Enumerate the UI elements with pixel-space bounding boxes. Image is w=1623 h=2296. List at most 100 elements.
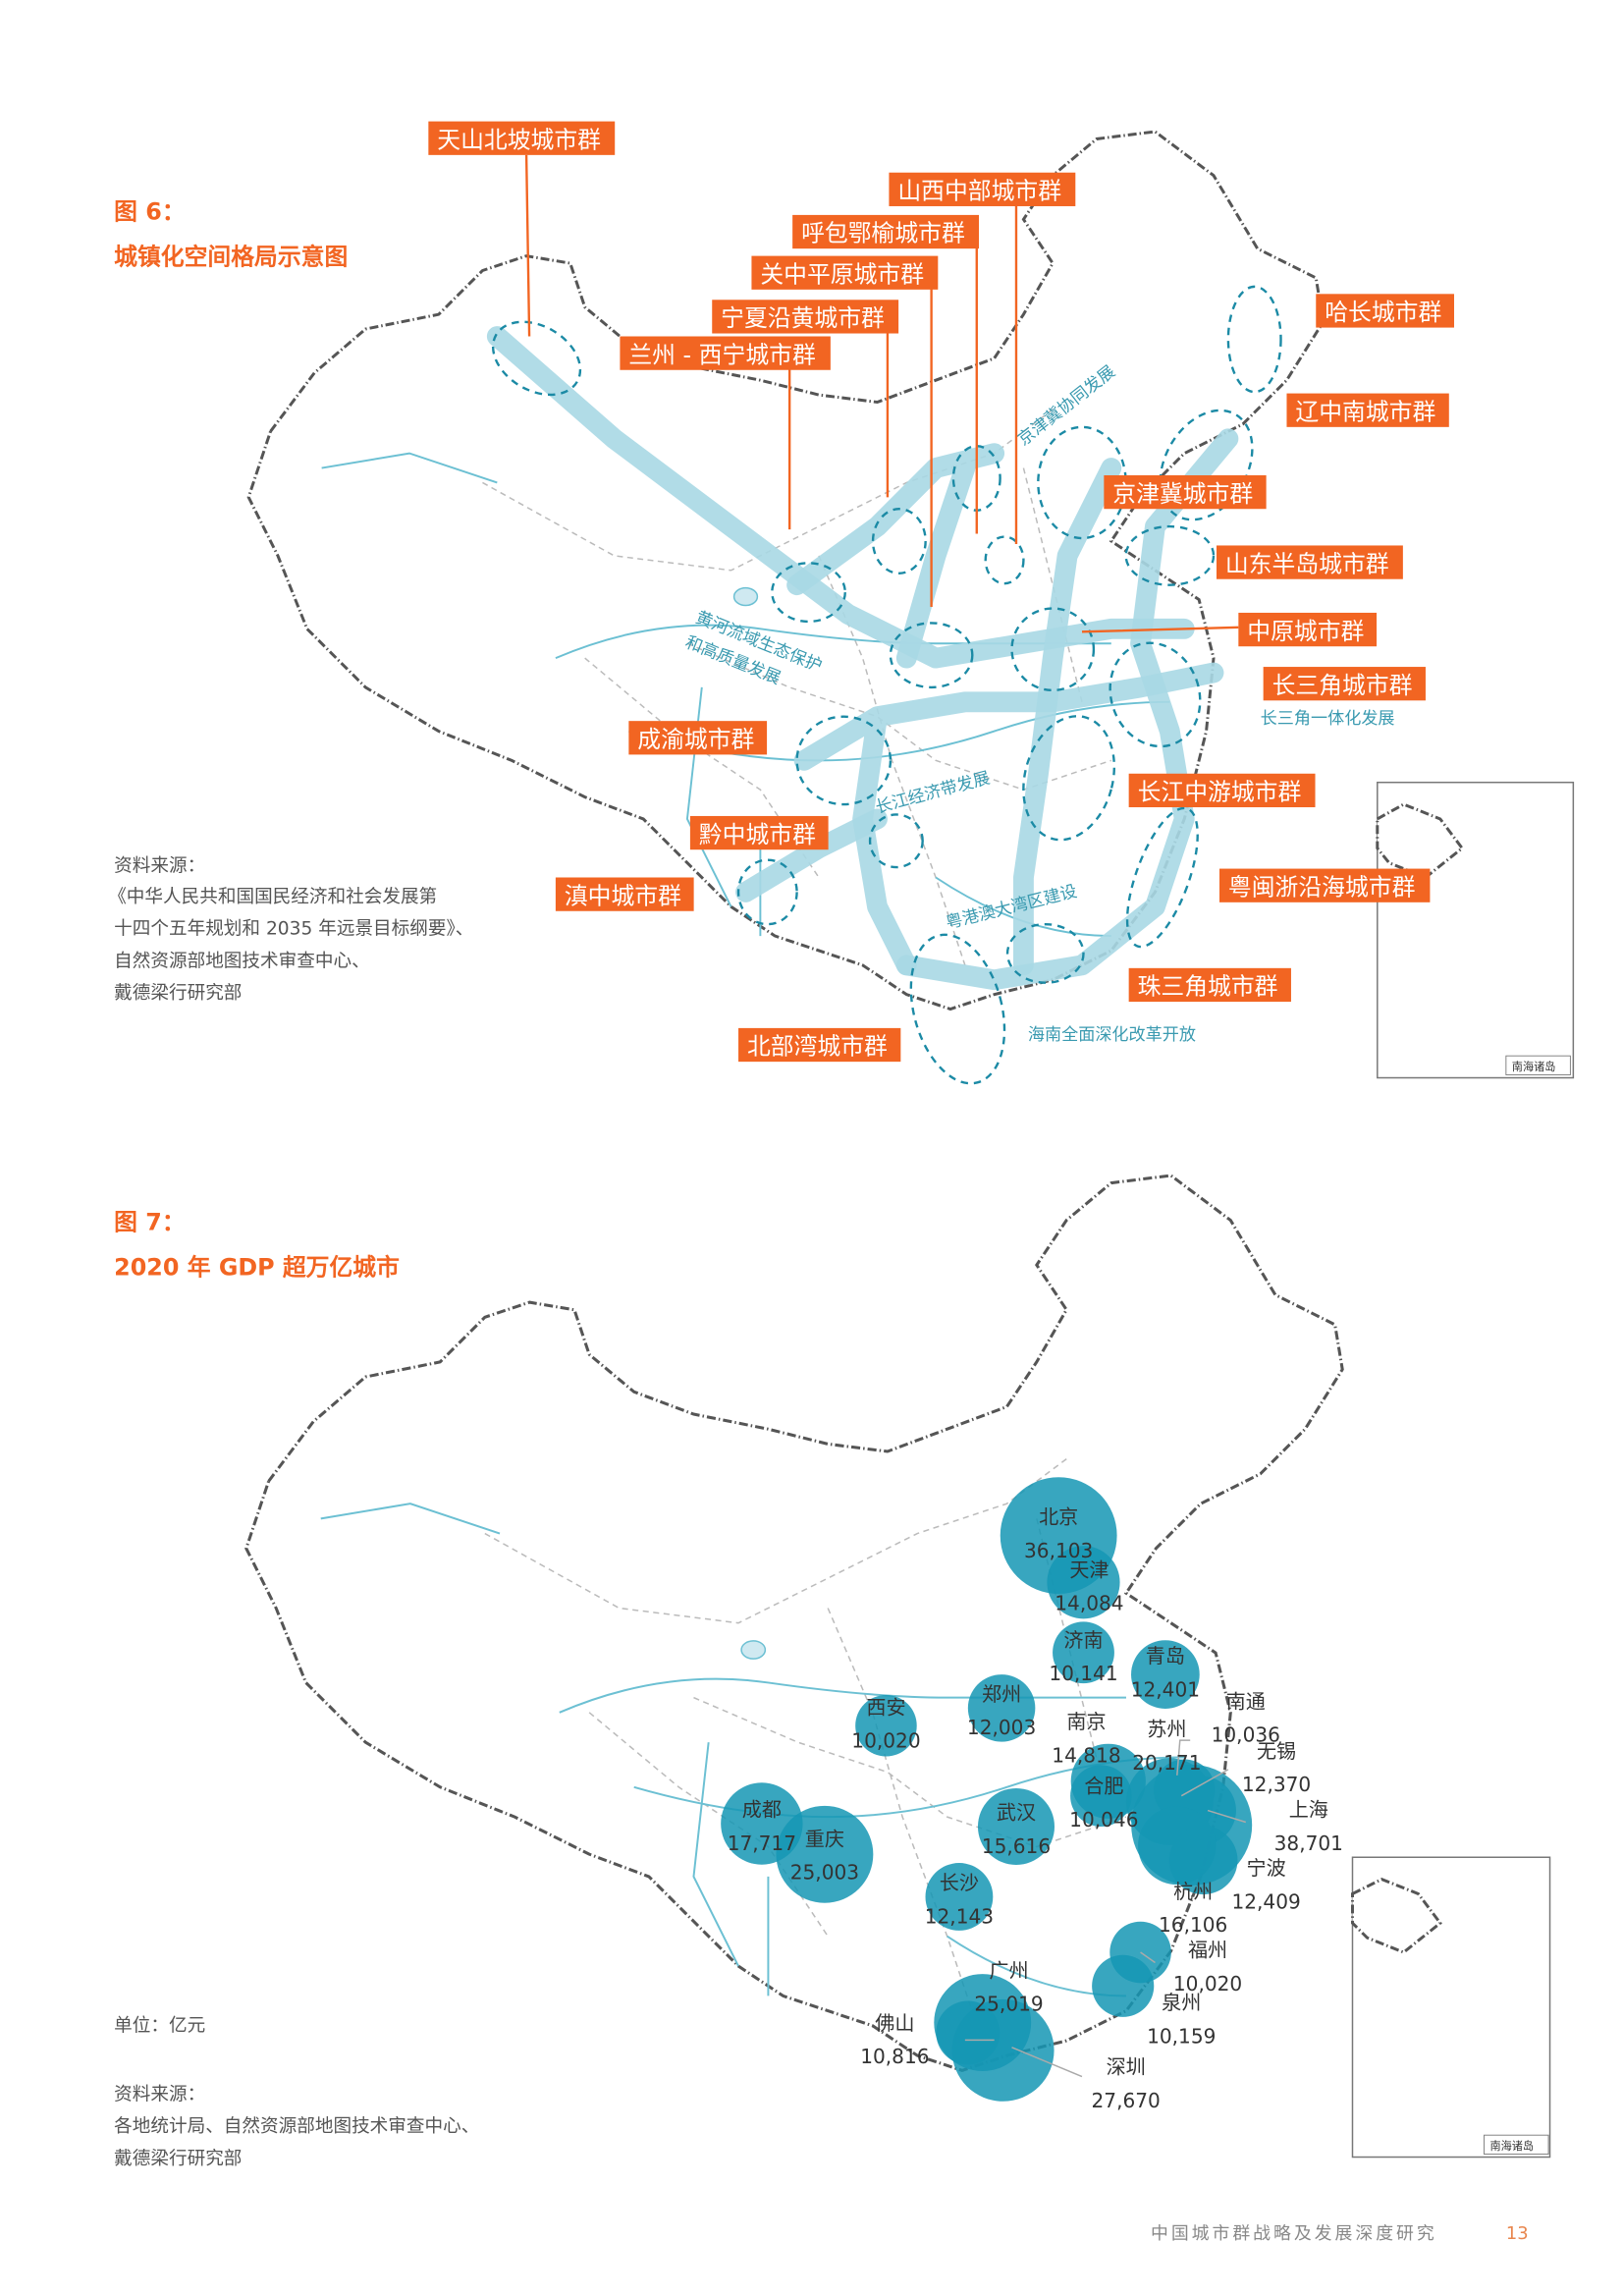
cluster-label-box: [1128, 773, 1316, 808]
city-gdp: 27,670: [1092, 2089, 1161, 2112]
band-yangtze: [793, 662, 1224, 976]
city-name: 济南: [1063, 1628, 1103, 1652]
band-yellow-river: [786, 443, 1005, 669]
cluster-label-box: [1128, 967, 1291, 1003]
city-gdp: 25,019: [974, 1993, 1043, 2016]
cluster-label: 长江中游城市群: [1128, 773, 1316, 808]
band-beijing-south: [1013, 458, 1122, 976]
gdp-bubble: [1131, 1640, 1200, 1709]
cluster-label-text: 成渝城市群: [637, 726, 754, 753]
city-gdp: 38,701: [1274, 1831, 1343, 1855]
footer-title: 中国城市群战略及发展深度研究: [1151, 2223, 1437, 2244]
city-name: 苏州: [1147, 1718, 1186, 1741]
cluster-label-box: [428, 121, 616, 155]
gdp-bubble: [967, 1674, 1036, 1742]
city-name: 上海: [1289, 1798, 1328, 1822]
figure-7: 图 7： 2020 年 GDP 超万亿城市 南海诸岛 北京36,103天津14,…: [114, 1174, 1551, 2169]
cluster-label-box: [1218, 868, 1431, 902]
city-name: 杭州: [1173, 1880, 1213, 1903]
city-name: 南京: [1066, 1710, 1106, 1733]
cluster-label-text: 长江中游城市群: [1138, 779, 1302, 806]
city-gdp: 12,143: [925, 1904, 994, 1928]
gdp-bubble: [1138, 1806, 1217, 1886]
city-name: 泉州: [1162, 1991, 1201, 2014]
cluster-label-box: [628, 721, 768, 755]
south-china-sea-inset: 南海诸岛: [1376, 781, 1575, 1079]
city-gdp: 15,616: [982, 1834, 1051, 1858]
city-name: 西安: [866, 1695, 905, 1719]
city-gdp: 12,003: [967, 1716, 1036, 1739]
gdp-bubble: [776, 1805, 874, 1903]
source-line: 各地统计局、自然资源部地图技术审查中心、: [114, 2116, 479, 2137]
cluster-label-box: [751, 255, 939, 290]
cluster-label-text: 长三角城市群: [1272, 672, 1413, 699]
city-name: 武汉: [997, 1801, 1036, 1825]
figure-6-title: 城镇化空间格局示意图: [114, 244, 348, 271]
city-gdp: 10,159: [1147, 2024, 1216, 2048]
figure-7-label: 图 7：: [114, 1208, 185, 1235]
source-line: 戴德梁行研究部: [114, 983, 242, 1004]
city-gdp: 10,020: [851, 1729, 920, 1753]
cluster-label: 长三角城市群: [1263, 667, 1426, 701]
city-name: 郑州: [982, 1682, 1021, 1706]
cluster-label: 中原城市群: [1238, 612, 1378, 647]
page-number: 13: [1506, 2223, 1529, 2244]
city-name: 广州: [989, 1958, 1028, 1982]
cluster-label: 粤闽浙沿海城市群: [1218, 868, 1431, 902]
gdp-bubbles: [721, 1477, 1253, 2102]
cluster-label-text: 兰州 - 西宁城市群: [628, 341, 815, 368]
figure-7-source: 资料来源： 各地统计局、自然资源部地图技术审查中心、 戴德梁行研究部: [114, 2084, 479, 2169]
city-name: 成都: [742, 1798, 782, 1822]
cluster-label: 山西中部城市群: [889, 172, 1076, 206]
city-name: 无锡: [1257, 1739, 1296, 1763]
city-name: 合肥: [1084, 1775, 1123, 1798]
cluster-label-box: [1263, 667, 1426, 701]
source-line: 《中华人民共和国国民经济和社会发展第: [108, 887, 437, 907]
south-china-sea-inset: 南海诸岛: [1351, 1856, 1551, 2159]
city-name: 深圳: [1107, 2055, 1146, 2079]
cluster-label-box: [1238, 612, 1378, 647]
source-line: 资料来源：: [114, 2084, 205, 2105]
city-name: 宁波: [1247, 1856, 1286, 1880]
city-name: 北京: [1039, 1505, 1078, 1529]
city-name: 长沙: [940, 1871, 979, 1894]
city-name: 福州: [1188, 1939, 1227, 1962]
cluster-label-box: [620, 336, 831, 370]
cluster-label: 京津冀城市群: [1104, 474, 1267, 510]
cluster-label-box: [1104, 474, 1267, 510]
city-gdp: 12,401: [1131, 1677, 1200, 1701]
city-gdp: 10,036: [1212, 1723, 1280, 1747]
city-name: 佛山: [875, 2011, 914, 2035]
cluster-label: 天山北坡城市群: [428, 121, 616, 155]
cluster-label-text: 黔中城市群: [699, 821, 816, 848]
cluster-label: 兰州 - 西宁城市群: [620, 336, 831, 370]
gdp-bubble: [977, 1787, 1055, 1865]
cluster-label: 成渝城市群: [628, 721, 768, 755]
cluster-label-box: [738, 1027, 901, 1063]
city-gdp: 12,409: [1231, 1889, 1300, 1913]
cluster-label: 黔中城市群: [689, 815, 829, 850]
city-name: 南通: [1226, 1689, 1266, 1713]
cluster-label-box: [1286, 393, 1449, 427]
cluster-label-text: 粤闽浙沿海城市群: [1228, 873, 1416, 901]
cluster-label-box: [712, 300, 899, 334]
cluster-label-text: 珠三角城市群: [1138, 973, 1278, 1001]
strategy-hainan: 海南全面深化改革开放: [1028, 1025, 1196, 1045]
gdp-bubble: [1047, 1546, 1120, 1619]
gdp-bubble: [1053, 1621, 1114, 1684]
inset-label: 南海诸岛: [1512, 1060, 1556, 1073]
cluster-label: 山东半岛城市群: [1217, 545, 1403, 579]
china-map-urbanization: 京津冀协同发展 黄河流域生态保护 和高质量发展 长江经济带发展 长三角一体化发展…: [246, 121, 1575, 1085]
cluster-label-box: [792, 214, 980, 249]
city-gdp: 14,818: [1052, 1743, 1120, 1767]
gdp-bubble: [951, 1998, 1055, 2102]
city-gdp: 17,717: [728, 1831, 796, 1855]
strategy-yrd-integration: 长三角一体化发展: [1261, 709, 1395, 729]
cluster-label: 辽中南城市群: [1286, 393, 1449, 427]
figure-7-title: 2020 年 GDP 超万亿城市: [114, 1254, 400, 1282]
gdp-labels: 北京36,103天津14,084济南10,141青岛12,401西安10,020…: [728, 1505, 1343, 2112]
bubble-leaders: [964, 1739, 1247, 2078]
source-line: 自然资源部地图技术审查中心、: [114, 951, 370, 971]
